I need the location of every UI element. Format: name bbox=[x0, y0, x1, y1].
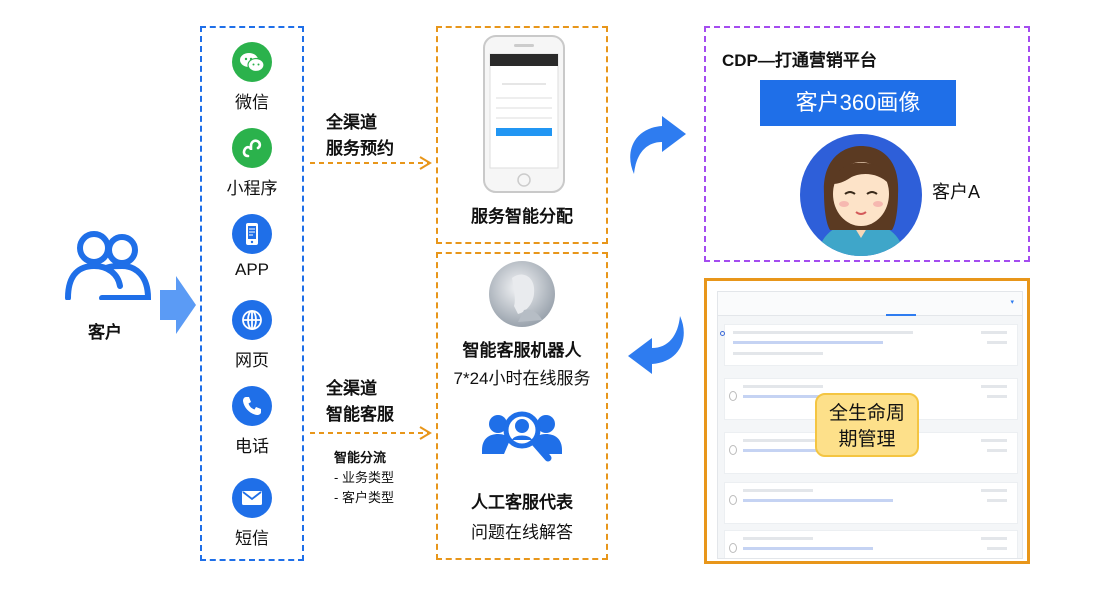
routing-item: - 业务类型 bbox=[334, 470, 394, 485]
channel-label: 短信 bbox=[235, 529, 269, 548]
profile-banner: 客户360画像 bbox=[760, 80, 956, 126]
human-title: 人工客服代表 bbox=[471, 493, 573, 512]
customer-group-icon bbox=[65, 231, 152, 300]
routing-title: 智能分流 bbox=[334, 450, 387, 465]
mini-program-icon bbox=[232, 128, 272, 168]
curved-arrow-down-icon bbox=[628, 316, 684, 374]
envelope-icon bbox=[232, 478, 272, 518]
channel-web: 网页 bbox=[202, 300, 302, 371]
human-agents-icon bbox=[482, 411, 562, 462]
work-order-list-mock: ▾ bbox=[717, 291, 1023, 559]
customer-avatar-icon bbox=[800, 134, 922, 256]
routing-item: - 客户类型 bbox=[334, 490, 394, 505]
flow-bottom-label: 全渠道 智能客服 bbox=[326, 376, 394, 428]
mock-row bbox=[724, 482, 1018, 524]
robot-subtitle: 7*24小时在线服务 bbox=[453, 369, 591, 388]
human-subtitle: 问题在线解答 bbox=[471, 523, 573, 542]
wechat-icon bbox=[232, 42, 272, 82]
robot-title: 智能客服机器人 bbox=[462, 341, 582, 360]
lifecycle-panel: ▾ bbox=[704, 278, 1030, 564]
flow-bottom-line1: 全渠道 bbox=[326, 379, 377, 398]
channel-label: 微信 bbox=[235, 93, 269, 112]
phone-app-icon bbox=[232, 214, 272, 254]
lifecycle-badge-line: 期管理 bbox=[838, 429, 896, 450]
channel-label: APP bbox=[234, 260, 270, 279]
channel-app: APP bbox=[202, 214, 302, 280]
lifecycle-badge: 全生命周期管理 bbox=[815, 393, 919, 457]
dispatch-panel: 服务智能分配 bbox=[436, 26, 608, 244]
mock-row bbox=[720, 324, 1018, 366]
mock-tabs: ▾ bbox=[718, 292, 1022, 316]
flow-top-line2: 服务预约 bbox=[326, 139, 394, 158]
globe-icon bbox=[232, 300, 272, 340]
channels-panel: 微信 小程序 APP 网页 电话 短信 bbox=[200, 26, 304, 561]
flow-bottom-line2: 智能客服 bbox=[326, 405, 394, 424]
service-panel: 智能客服机器人 7*24小时在线服务 人工客服代表 问题在线解答 bbox=[436, 252, 608, 560]
arrow-right-icon bbox=[160, 276, 196, 334]
curved-arrow-up-icon bbox=[630, 116, 686, 174]
channel-label: 电话 bbox=[235, 437, 269, 456]
cdp-panel: CDP—打通营销平台 客户360画像 客户A bbox=[704, 26, 1030, 262]
flow-top-label: 全渠道 服务预约 bbox=[326, 110, 394, 162]
dashed-arrow-top bbox=[310, 156, 432, 170]
customer-label: 客户 bbox=[88, 323, 122, 342]
channel-label: 网页 bbox=[235, 351, 269, 370]
lifecycle-badge-line: 全生命周 bbox=[828, 403, 905, 424]
channel-mini-program: 小程序 bbox=[202, 128, 302, 199]
robot-avatar-icon bbox=[489, 261, 555, 327]
dispatch-label: 服务智能分配 bbox=[471, 207, 573, 226]
channel-phone: 电话 bbox=[202, 386, 302, 457]
customer-name: 客户A bbox=[932, 182, 981, 202]
channel-sms: 短信 bbox=[202, 478, 302, 549]
mock-row bbox=[724, 530, 1018, 558]
flow-top-line1: 全渠道 bbox=[326, 113, 377, 132]
telephone-icon bbox=[232, 386, 272, 426]
channel-wechat: 微信 bbox=[202, 42, 302, 113]
channel-label: 小程序 bbox=[226, 179, 278, 198]
routing-notes: 智能分流 - 业务类型 - 客户类型 bbox=[334, 448, 394, 508]
dashed-arrow-bottom bbox=[310, 426, 432, 440]
smartphone-icon bbox=[483, 35, 565, 193]
cdp-title: CDP—打通营销平台 bbox=[722, 51, 877, 70]
